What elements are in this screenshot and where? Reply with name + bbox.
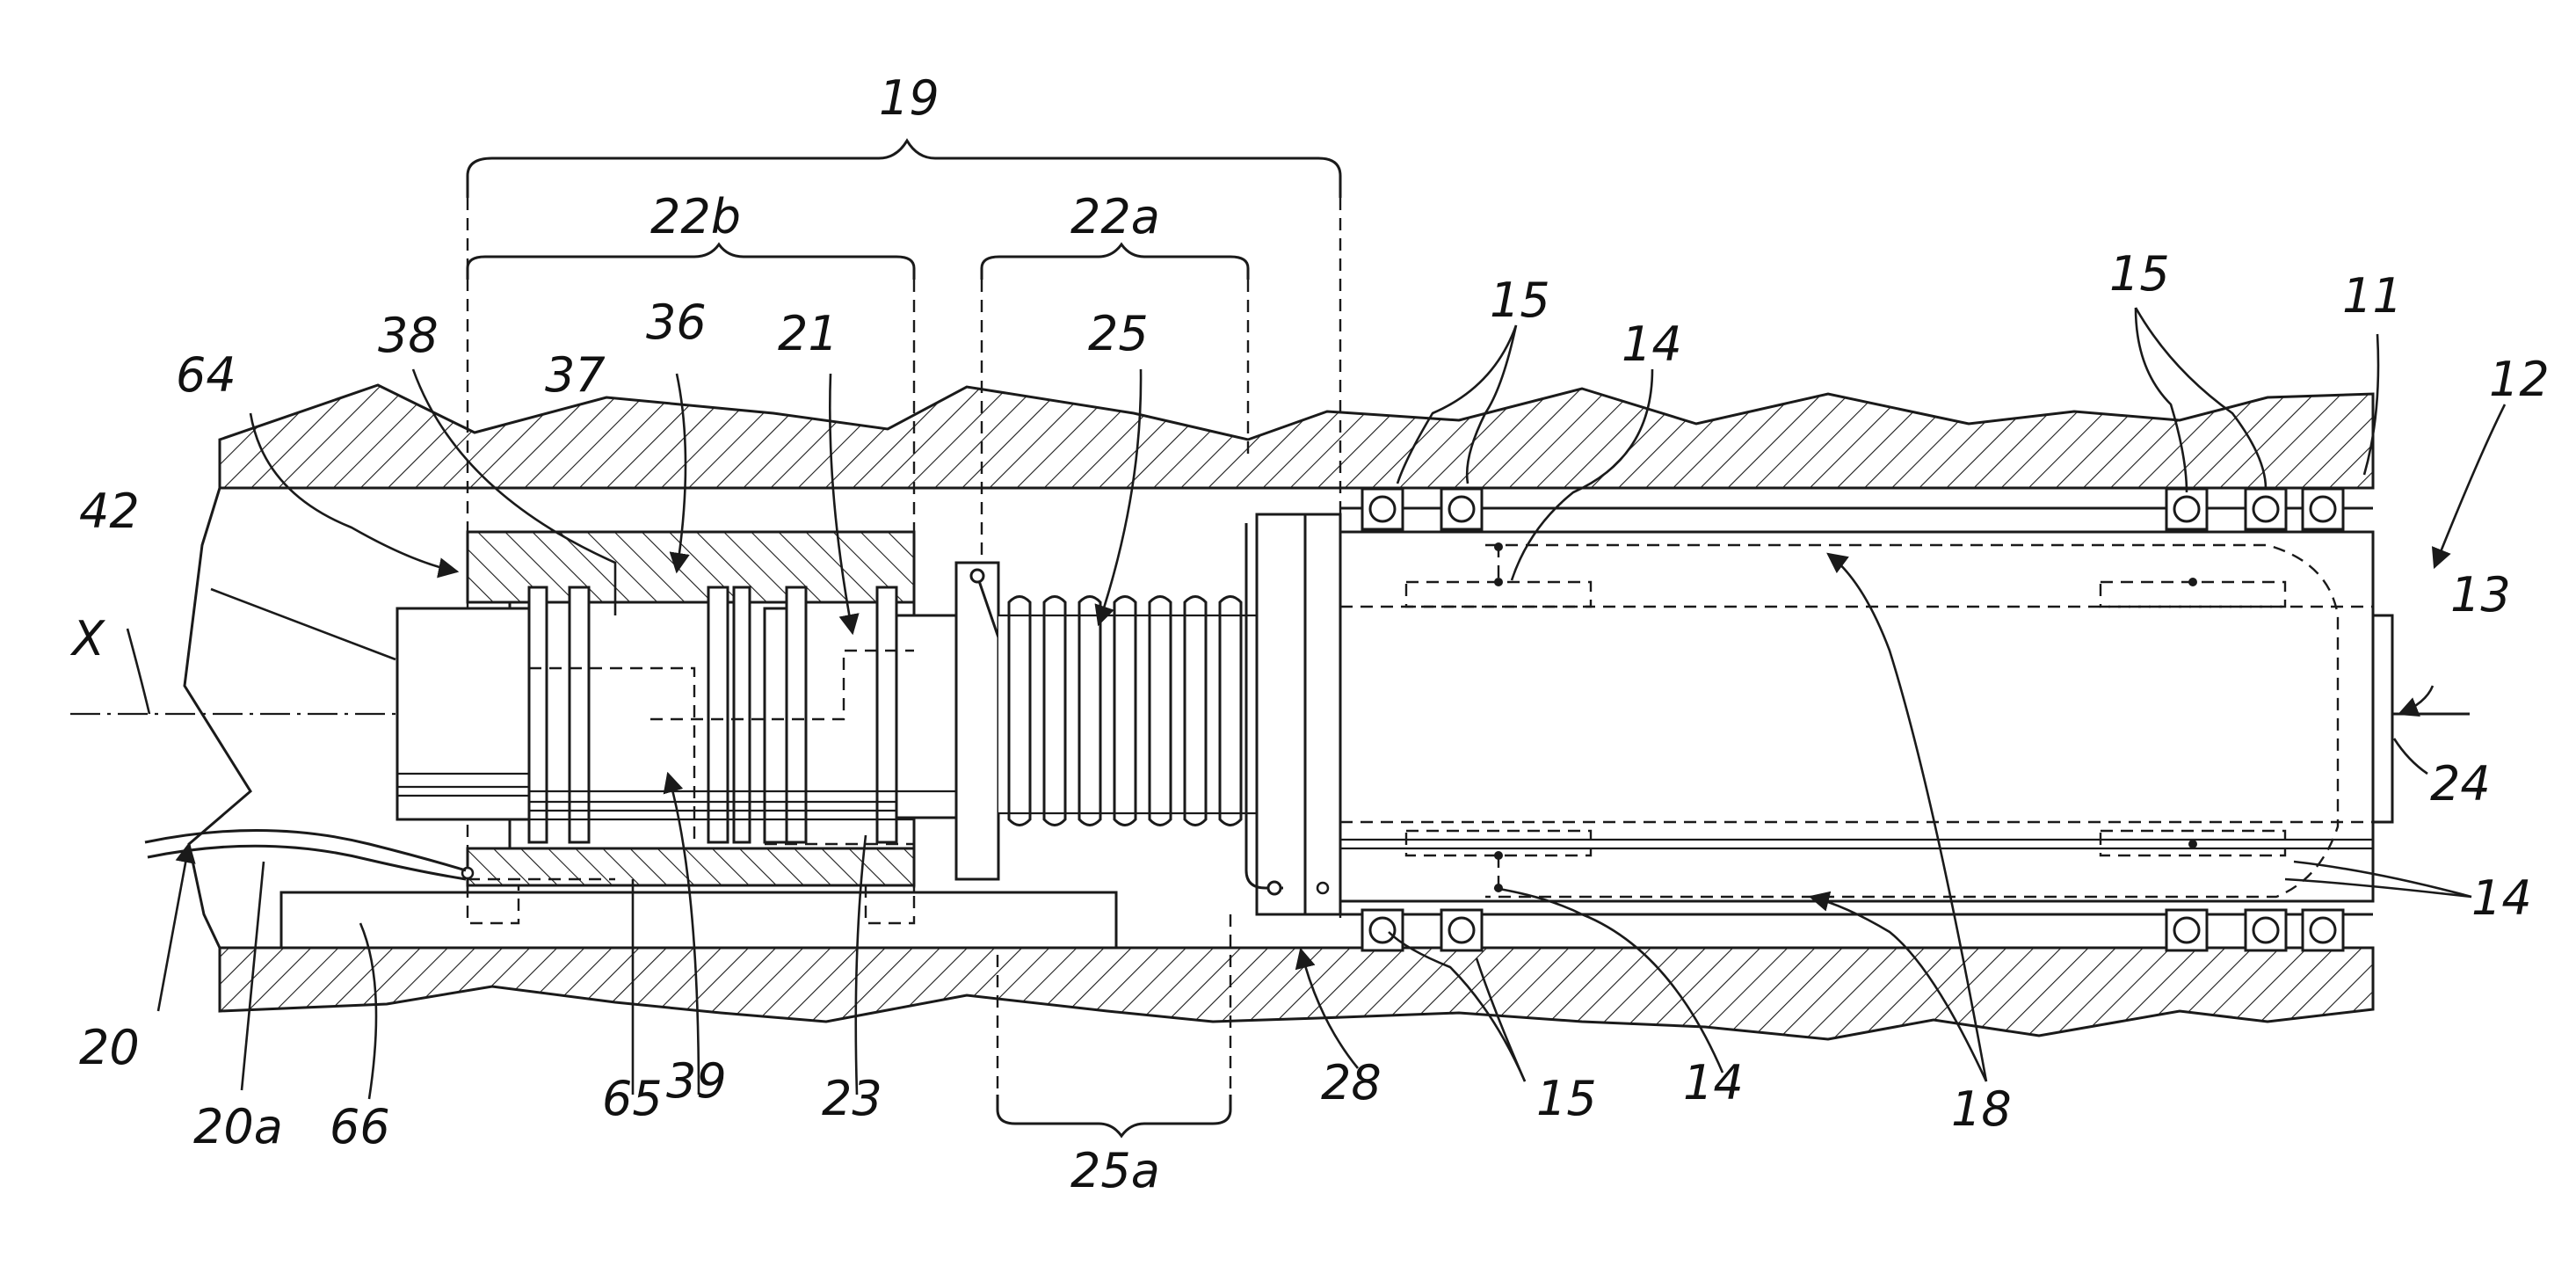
label-39: 39 bbox=[666, 1053, 727, 1109]
label-15-bottom: 15 bbox=[1536, 1071, 1597, 1126]
label-21: 21 bbox=[778, 306, 838, 361]
flange-28 bbox=[1257, 514, 1305, 914]
label-25: 25 bbox=[1088, 306, 1149, 361]
label-23: 23 bbox=[822, 1071, 882, 1126]
label-66: 66 bbox=[330, 1099, 390, 1154]
label-64: 64 bbox=[176, 347, 236, 403]
bracket-22b bbox=[468, 244, 914, 280]
spring-disc bbox=[956, 563, 998, 879]
label-42: 42 bbox=[79, 484, 140, 539]
label-24: 24 bbox=[2430, 756, 2491, 812]
label-14-right: 14 bbox=[2471, 870, 2532, 926]
label-38: 38 bbox=[378, 308, 439, 363]
label-22b: 22b bbox=[650, 189, 741, 244]
label-36: 36 bbox=[646, 295, 707, 350]
label-20a: 20a bbox=[193, 1099, 283, 1154]
coil-spring-25 bbox=[998, 597, 1262, 826]
label-25a: 25a bbox=[1070, 1143, 1160, 1198]
housing-upper-wall bbox=[220, 385, 2373, 488]
bracket-25a bbox=[998, 1095, 1230, 1136]
rotor-cylinder-12 bbox=[1340, 532, 2373, 901]
label-15-top-right: 15 bbox=[2109, 246, 2170, 302]
housing-lower-wall bbox=[220, 948, 2373, 1039]
label-12: 12 bbox=[2489, 352, 2550, 407]
label-x: X bbox=[69, 611, 105, 666]
label-18: 18 bbox=[1951, 1081, 2012, 1137]
label-28: 28 bbox=[1321, 1055, 1382, 1110]
left-break-line bbox=[185, 488, 250, 948]
clutch-plate bbox=[708, 587, 728, 842]
bearing-15 bbox=[1362, 910, 2343, 950]
base-plate-66 bbox=[281, 892, 1116, 948]
label-15-top-left: 15 bbox=[1490, 273, 1550, 328]
label-37: 37 bbox=[545, 347, 606, 403]
clutch-plate bbox=[570, 587, 589, 842]
flange-28b bbox=[1305, 514, 1340, 914]
label-13: 13 bbox=[2450, 567, 2511, 622]
label-65: 65 bbox=[602, 1071, 663, 1126]
label-19: 19 bbox=[879, 70, 940, 126]
clutch-plate bbox=[529, 587, 547, 842]
label-22a: 22a bbox=[1070, 189, 1160, 244]
bracket-19 bbox=[468, 141, 1340, 198]
label-11: 11 bbox=[2342, 268, 2403, 324]
end-cap-24 bbox=[2373, 615, 2392, 822]
label-20: 20 bbox=[79, 1020, 140, 1075]
clutch-plate bbox=[734, 587, 750, 842]
label-14-bottom: 14 bbox=[1683, 1055, 1744, 1110]
clutch-plate bbox=[877, 587, 896, 842]
label-14-top: 14 bbox=[1622, 317, 1682, 372]
bracket-22a bbox=[982, 244, 1248, 280]
clutch-plate bbox=[787, 587, 806, 842]
